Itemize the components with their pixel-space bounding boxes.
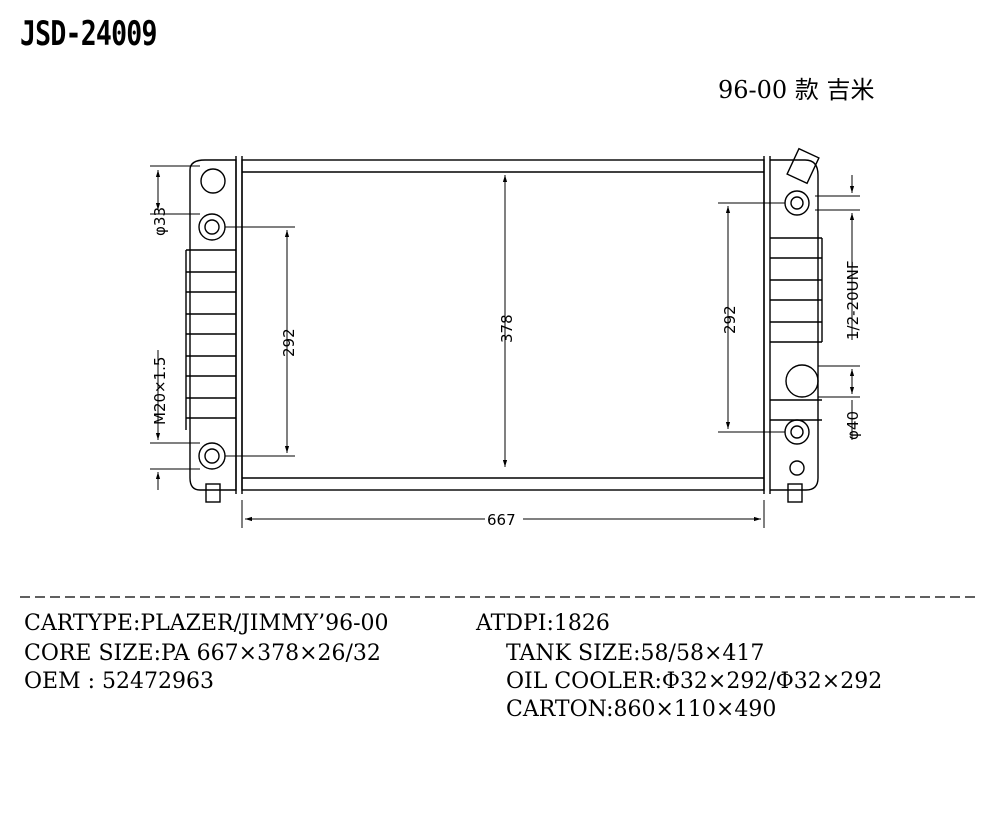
spec-oil-cooler: OIL COOLER:Φ32×292/Φ32×292: [506, 669, 883, 694]
dim-right-cooler: 292: [721, 305, 739, 334]
left-tank: [189, 159, 237, 491]
spec-oem: OEM : 52472963: [24, 669, 214, 694]
spec-core-size: CORE SIZE:PA 667×378×26/32: [24, 641, 381, 666]
left-tank-ribs: [185, 249, 236, 430]
dim-right-outlet: φ40: [844, 411, 862, 440]
right-tank: [770, 159, 819, 491]
spec-carton: CARTON:860×110×490: [506, 697, 777, 722]
filler-neck: [786, 147, 820, 185]
right-tank-ribs: [770, 237, 823, 421]
dim-left-cooler: 292: [280, 328, 298, 357]
dim-total-width: 667: [487, 511, 516, 529]
spec-atdpi: ATDPI:1826: [476, 611, 610, 636]
left-top-cap: [200, 168, 226, 194]
radiator-drawing: 667 378 292 292 φ33 M20×1.5 1/2-20UNF φ4…: [20, 147, 975, 598]
left-drain: [205, 483, 221, 503]
spec-tank-size: TANK SIZE:58/58×417: [506, 641, 765, 666]
right-inlet-port: [784, 190, 810, 216]
spec-cartype: CARTYPE:PLAZER/JIMMY’96-00: [24, 611, 389, 636]
right-outlet-port: [785, 364, 819, 398]
left-inlet-port: [198, 213, 226, 241]
dim-core-height: 378: [498, 314, 516, 343]
spec-block: CARTYPE:PLAZER/JIMMY’96-00 ATDPI:1826 CO…: [24, 610, 882, 838]
dim-right-thread: 1/2-20UNF: [844, 261, 862, 340]
part-number-title: JSD-24009: [20, 14, 157, 54]
right-cooler-port: [784, 419, 810, 445]
dim-left-thread: M20×1.5: [151, 357, 169, 425]
right-drain: [787, 483, 803, 503]
dim-left-inlet: φ33: [151, 207, 169, 236]
left-cooler-port: [198, 442, 226, 470]
model-years-label: 96-00 款 吉米: [718, 76, 875, 104]
